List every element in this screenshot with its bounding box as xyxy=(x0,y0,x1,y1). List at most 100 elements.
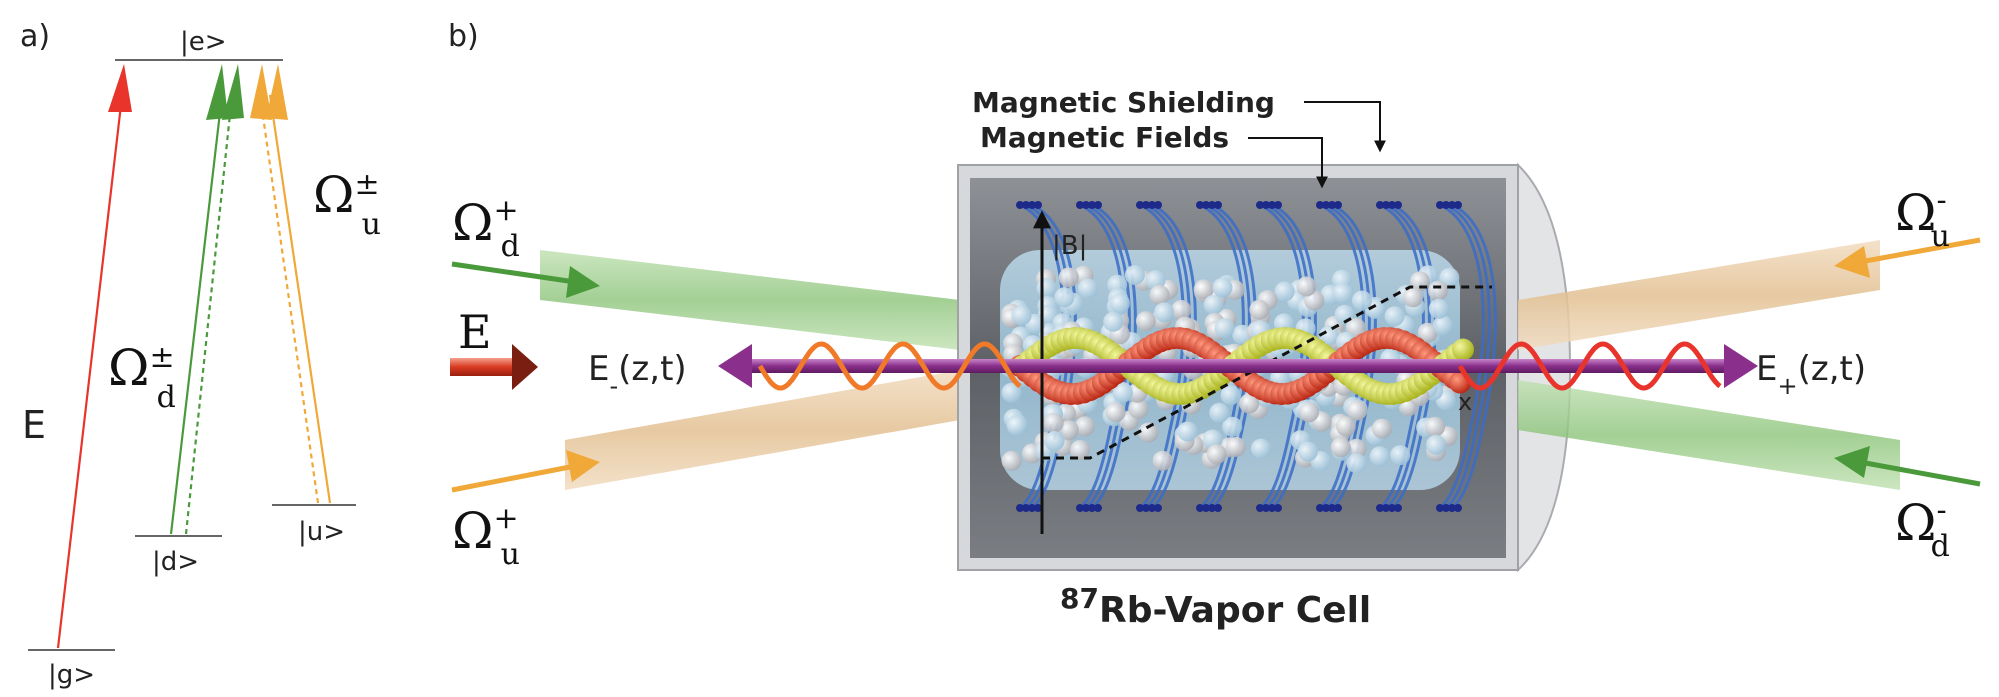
atom xyxy=(1105,402,1126,423)
magnetic-shielding-label: Magnetic Shielding xyxy=(972,86,1275,119)
atom xyxy=(1428,298,1449,319)
atom xyxy=(1220,385,1241,406)
coil-wire xyxy=(1439,203,1485,510)
atom xyxy=(1426,434,1446,455)
coil-terminal xyxy=(1202,201,1210,209)
coil-terminal xyxy=(1082,201,1090,209)
atom xyxy=(1001,382,1022,403)
level-d-label: |d> xyxy=(152,547,199,577)
coil-wire xyxy=(1145,203,1191,510)
coupling-d-dashed xyxy=(184,94,234,535)
beam-orange-uplus xyxy=(565,370,960,490)
atom xyxy=(1128,398,1149,419)
coil-terminal xyxy=(1076,504,1084,512)
atom xyxy=(1369,446,1390,467)
level-e-label: |e> xyxy=(180,27,227,57)
coil-terminal xyxy=(1022,504,1030,512)
coil-terminal xyxy=(1442,201,1450,209)
coil-terminal xyxy=(1268,504,1276,512)
coil-terminal xyxy=(1376,504,1384,512)
atom xyxy=(1214,318,1235,339)
coil-terminal xyxy=(1196,201,1204,209)
atom xyxy=(1222,416,1243,437)
atom xyxy=(1193,279,1214,300)
x-axis-label: x xyxy=(1458,388,1472,416)
coil-terminal xyxy=(1256,504,1264,512)
coil-terminal xyxy=(1016,201,1024,209)
beam-orange-uminus xyxy=(1518,240,1880,350)
arrowhead-omega-d-minus xyxy=(1834,446,1870,478)
coupling-d-arrowhead-1 xyxy=(206,64,228,120)
coil-terminal xyxy=(1094,504,1102,512)
coil-terminal xyxy=(1274,504,1282,512)
coil-terminal xyxy=(1316,201,1324,209)
atom xyxy=(1135,311,1156,332)
coil-terminal xyxy=(1454,504,1462,512)
atom xyxy=(1206,444,1227,465)
coupling-u-arrowhead-2 xyxy=(266,64,288,120)
atom xyxy=(1335,416,1356,437)
coil-wire xyxy=(1091,203,1137,510)
atom xyxy=(1043,413,1064,433)
omega-u-plus-label: Ω+u xyxy=(452,501,520,572)
level-g-label: |g> xyxy=(48,660,95,690)
atom xyxy=(1070,439,1091,460)
omega-u-minus-label: Ω-u xyxy=(1895,183,1950,254)
atom xyxy=(1384,306,1405,327)
coil-terminal xyxy=(1022,201,1030,209)
coil-terminal xyxy=(1328,201,1336,209)
atom xyxy=(1058,420,1079,441)
beam-green-dplus xyxy=(540,250,960,350)
coil-terminal xyxy=(1376,201,1384,209)
coil-terminal xyxy=(1334,504,1342,512)
arrow-omega-d-plus xyxy=(451,261,576,285)
atom xyxy=(1250,438,1271,459)
probe-transition-arrow xyxy=(56,95,124,649)
atom xyxy=(1154,302,1175,323)
coil-terminal xyxy=(1262,504,1270,512)
arrowhead-omega-d-plus xyxy=(566,266,600,298)
coil-terminal xyxy=(1088,504,1096,512)
atom xyxy=(1318,325,1339,346)
coil-terminal xyxy=(1388,504,1396,512)
arrow-omega-u-minus xyxy=(1859,237,1981,265)
coil-terminal xyxy=(1076,201,1084,209)
coil-terminal xyxy=(1316,504,1324,512)
coil-wire xyxy=(1445,203,1491,510)
coil-terminal xyxy=(1268,201,1276,209)
coil-terminal xyxy=(1094,201,1102,209)
coupling-d-arrowhead-2 xyxy=(222,64,244,120)
coil-terminal xyxy=(1196,504,1204,512)
panel-b: b) |B| x E E-(z,t) E+(z xyxy=(448,19,1981,631)
coil-terminal xyxy=(1328,504,1336,512)
coil-terminal xyxy=(1334,201,1342,209)
level-u-label: |u> xyxy=(298,517,345,547)
coil-terminal xyxy=(1154,504,1162,512)
atom xyxy=(1209,402,1230,423)
probe-rod xyxy=(740,359,1730,373)
atom xyxy=(1152,450,1173,471)
atom xyxy=(1346,438,1367,459)
atom xyxy=(1074,416,1095,437)
coil-terminal xyxy=(1208,201,1216,209)
atom xyxy=(1439,267,1460,288)
coil-terminal xyxy=(1088,201,1096,209)
b-field-label: |B| xyxy=(1052,231,1087,261)
arrow-omega-u-plus xyxy=(451,463,576,493)
coil-terminal xyxy=(1448,504,1456,512)
arrow-omega-d-minus xyxy=(1859,459,1981,487)
atom xyxy=(1058,267,1079,288)
coil-terminal xyxy=(1394,201,1402,209)
probe-helix xyxy=(757,341,1022,391)
coil-terminal xyxy=(1028,201,1036,209)
atom xyxy=(1044,431,1065,451)
atom xyxy=(1346,453,1367,474)
omega-d-plus-label: Ω+d xyxy=(452,193,520,264)
e-plus-label: E+(z,t) xyxy=(1756,349,1866,400)
coil-terminal xyxy=(1154,201,1162,209)
coil-terminal xyxy=(1208,504,1216,512)
atom xyxy=(1425,416,1445,437)
shielding-callout xyxy=(1304,101,1386,153)
atom xyxy=(1390,445,1411,466)
coil-terminal xyxy=(1028,504,1036,512)
